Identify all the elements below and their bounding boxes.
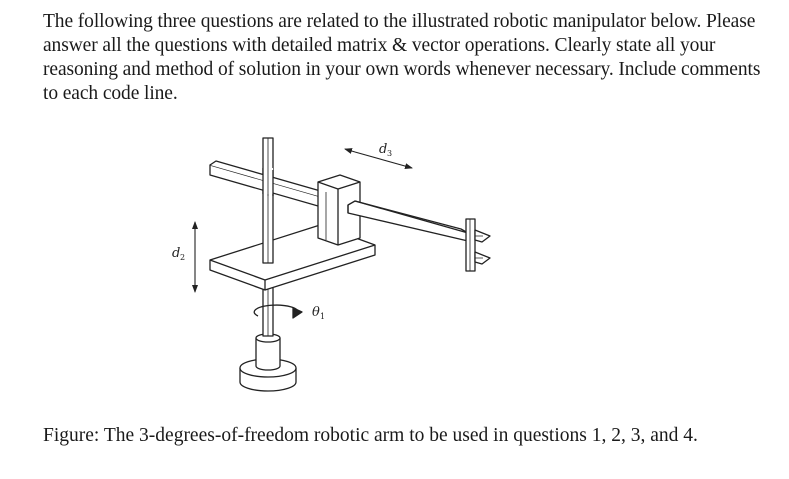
vertical-column [262,137,274,264]
theta1-rotation-arrow [253,304,303,319]
robotic-arm-figure: d 3 d 2 θ 1 [150,120,570,410]
slider-block [317,174,361,246]
intro-paragraph: The following three questions are relate… [43,11,761,104]
d3-arrow [344,148,413,169]
svg-text:2: 2 [180,253,185,262]
robotic-arm-diagram: d 3 d 2 θ 1 [172,137,491,392]
svg-text:θ: θ [312,305,320,320]
theta1-label: θ 1 [312,305,325,321]
svg-text:d: d [379,142,387,157]
d2-label: d 2 [172,246,185,262]
figure-caption: Figure: The 3-degrees-of-freedom robotic… [43,425,698,446]
svg-text:1: 1 [320,312,325,321]
gripper [465,218,491,272]
svg-text:d: d [172,246,180,261]
prismatic-arm [347,200,469,242]
svg-text:3: 3 [387,149,392,158]
base-pedestal [255,333,281,371]
d3-label: d 3 [379,142,392,158]
